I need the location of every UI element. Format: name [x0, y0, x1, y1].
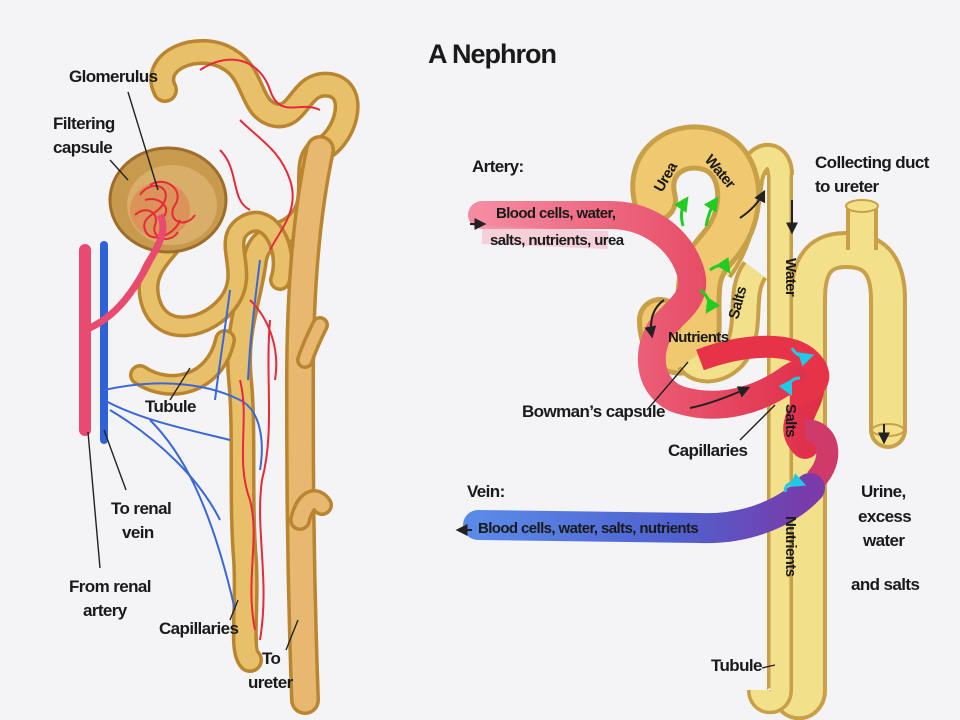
green-reabsorption-arrows — [673, 196, 731, 314]
urine-label-line3: water — [862, 531, 905, 550]
nutrients-label-loop: Nutrients — [668, 329, 729, 346]
flow-arrows — [455, 189, 890, 536]
from-renal-artery-label-line1: From renal — [69, 577, 151, 596]
collecting-duct-label-line1: Collecting duct — [815, 153, 930, 172]
vein-label: Vein: — [467, 482, 505, 501]
to-renal-vein-label-line1: To renal — [111, 499, 171, 518]
urine-label-line4: and salts — [851, 575, 919, 594]
filtering-capsule-label-line1: Filtering — [53, 114, 115, 133]
vein-contents: Blood cells, water, salts, nutrients — [478, 520, 698, 537]
artery-contents-line2: salts, nutrients, urea — [490, 232, 625, 249]
tubule-label-right: Tubule — [711, 656, 762, 675]
salts-label-duct: Salts — [782, 404, 799, 437]
artery-contents-line1: Blood cells, water, — [496, 205, 616, 222]
to-ureter-label-line1: To — [262, 649, 281, 668]
collecting-duct-label-line2: to ureter — [815, 177, 880, 196]
from-renal-artery-label-line2: artery — [83, 601, 128, 620]
urine-label-line2: excess — [858, 507, 911, 526]
filtering-capsule-label-line2: capsule — [53, 138, 112, 157]
page-title: A Nephron — [428, 39, 556, 69]
bowmans-capsule-label: Bowman’s capsule — [522, 402, 665, 421]
glomerulus-label: Glomerulus — [69, 67, 158, 86]
capillaries-label-right: Capillaries — [668, 441, 748, 460]
right-nephron-schematic — [463, 124, 907, 720]
to-ureter-label-line2: ureter — [248, 673, 294, 692]
to-renal-vein-label-line2: vein — [122, 523, 154, 542]
left-leader-lines — [87, 91, 299, 651]
left-nephron-illustration — [79, 39, 360, 715]
capillaries-label-left: Capillaries — [159, 619, 239, 638]
urine-label-line1: Urine, — [861, 482, 906, 501]
nutrients-label-duct: Nutrients — [782, 516, 799, 577]
cyan-exchange-arrows — [778, 347, 815, 493]
artery-label: Artery: — [472, 157, 524, 176]
right-leader-lines — [646, 361, 776, 669]
water-label-duct: Water — [782, 258, 799, 297]
tubule-label-left: Tubule — [145, 397, 196, 416]
